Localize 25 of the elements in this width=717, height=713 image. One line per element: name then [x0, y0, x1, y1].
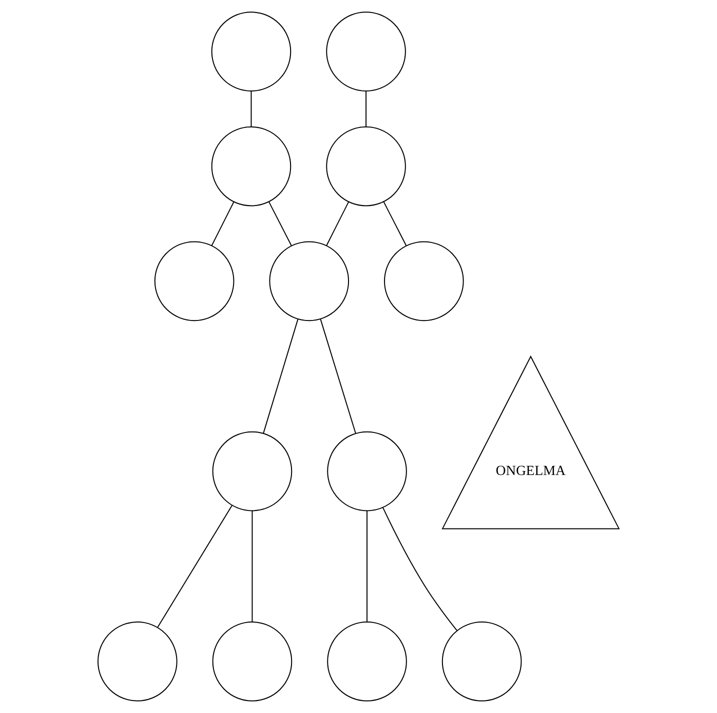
node-circle [327, 622, 407, 702]
connector [382, 507, 458, 632]
node-circle [154, 241, 234, 322]
connector [157, 505, 232, 628]
node-circle [442, 622, 522, 702]
node-circle [326, 126, 406, 206]
connector [383, 201, 407, 246]
connector [250, 90, 252, 128]
connector [262, 318, 298, 434]
connector [366, 510, 368, 622]
node-circle [211, 12, 292, 92]
node-circle [212, 622, 292, 702]
node-circle [384, 241, 464, 322]
node-circle [211, 126, 292, 206]
connector [320, 318, 356, 434]
connector [268, 201, 292, 246]
connector [252, 510, 253, 622]
node-circle [98, 622, 178, 702]
node-circle [326, 12, 406, 92]
connector [366, 90, 367, 128]
node-circle [212, 431, 292, 512]
node-circle [269, 241, 350, 322]
connector [211, 201, 234, 246]
connector [326, 201, 350, 246]
node-circle [327, 431, 407, 512]
